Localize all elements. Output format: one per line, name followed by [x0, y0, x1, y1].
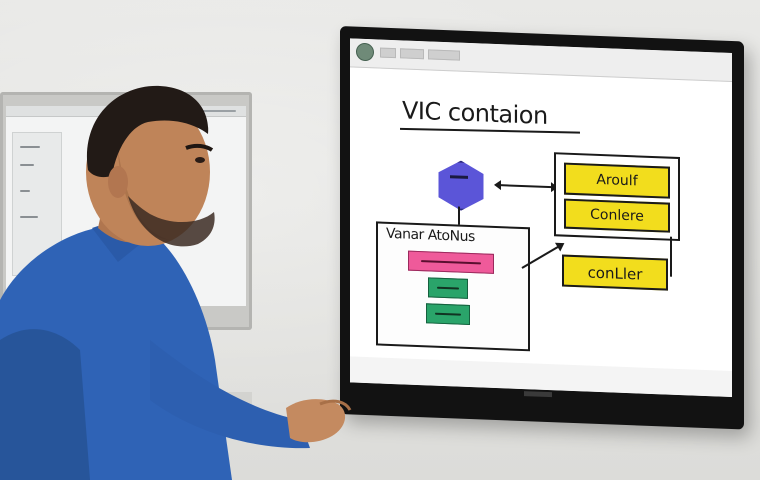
hexagon-node-icon	[436, 160, 486, 212]
whiteboard-side-panel	[12, 132, 62, 276]
double-arrow-icon	[500, 184, 552, 189]
diagram-title: VIC contaion	[402, 96, 548, 130]
toolbar-button	[428, 49, 460, 61]
yellow-box-label: conLler	[587, 263, 643, 284]
whiteboard-scribble	[20, 146, 40, 148]
yellow-box-label: Conlere	[590, 206, 644, 225]
whiteboard-scribble	[20, 190, 30, 192]
box-scribble	[437, 286, 459, 290]
green-component-box	[426, 303, 470, 325]
yellow-component-box: Conlere	[564, 198, 670, 233]
whiteboard-tray	[0, 392, 252, 422]
whiteboard-scribble	[20, 164, 34, 166]
group-title: Vanar AtoNus	[386, 225, 475, 246]
whiteboard-scribble	[20, 216, 38, 218]
monitor-screen: VIC contaion Vanar AtoNus	[350, 38, 732, 398]
box-scribble	[421, 260, 481, 265]
yellow-component-box: conLler	[562, 254, 668, 291]
right-group-box: Aroulf Conlere	[554, 152, 680, 242]
monitor-brand-mark	[524, 391, 552, 398]
container-group-box: Vanar AtoNus	[376, 221, 530, 352]
vertical-connector	[670, 236, 672, 277]
toolbar-button	[380, 47, 396, 59]
toolbar-button	[400, 48, 424, 60]
pink-component-box	[408, 250, 494, 274]
title-underline	[399, 127, 581, 134]
whiteboard-scribble	[186, 110, 236, 112]
background-whiteboard	[0, 92, 252, 422]
green-component-box	[428, 277, 468, 299]
box-scribble	[435, 312, 461, 316]
app-icon	[356, 42, 374, 62]
hexagon-label-scribble	[450, 175, 468, 179]
whiteboard-surface	[6, 106, 246, 306]
app-toolbar	[350, 38, 732, 83]
yellow-box-label: Aroulf	[596, 171, 638, 190]
yellow-component-box: Aroulf	[564, 162, 670, 199]
wall-monitor: VIC contaion Vanar AtoNus	[340, 26, 744, 430]
